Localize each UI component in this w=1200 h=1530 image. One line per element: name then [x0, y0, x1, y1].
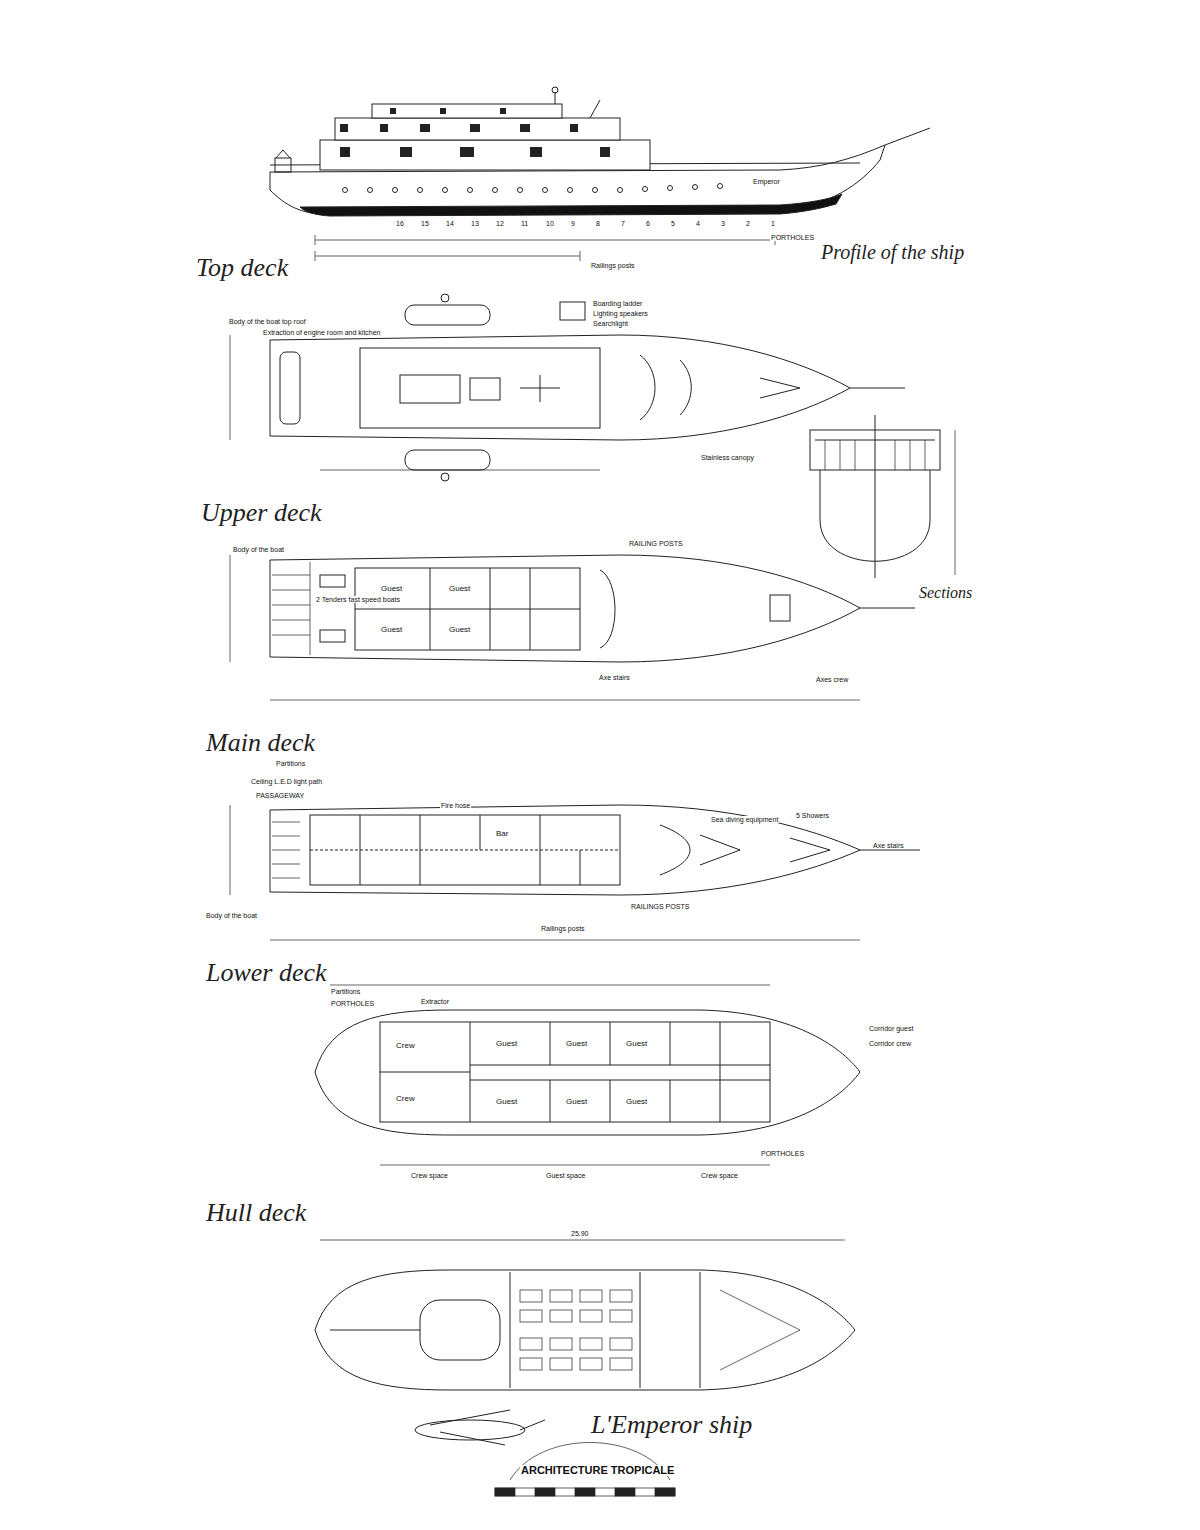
part-label: ARCHITECTURE TROPICALE [520, 1465, 675, 1476]
dimension-number: 25.90 [570, 1230, 590, 1237]
dimension-number: 8 [595, 220, 601, 227]
part-label: Railings posts [540, 925, 586, 932]
part-label: PASSAGEWAY [255, 792, 305, 799]
part-label: Bar [495, 830, 509, 838]
dimension-number: 9 [570, 220, 576, 227]
part-label: Body of the boat [232, 546, 285, 553]
part-label: Crew space [410, 1172, 449, 1179]
part-label: Guest [495, 1040, 518, 1048]
dimension-number: 5 [670, 220, 676, 227]
part-label: Guest [448, 585, 471, 593]
hull-deck-plan [315, 1240, 855, 1390]
part-label: Guest [495, 1098, 518, 1106]
dimension-number: 13 [470, 220, 480, 227]
main-deck-plan [230, 805, 920, 940]
deck-title: Profile of the ship [820, 242, 965, 262]
part-label: Guest [380, 626, 403, 634]
deck-title: Upper deck [200, 500, 323, 526]
dimension-number: 2 [745, 220, 751, 227]
part-label: Axes crew [815, 676, 849, 683]
part-label: Crew space [700, 1172, 739, 1179]
part-label: Guest [565, 1040, 588, 1048]
part-label: Stainless canopy [700, 454, 755, 461]
deck-title: Top deck [195, 255, 289, 281]
part-label: RAILINGS POSTS [630, 903, 690, 910]
section-view [810, 415, 955, 578]
part-label: 5 Showers [795, 812, 830, 819]
part-label: Axe stairs [598, 674, 631, 681]
part-label: Extractor [420, 998, 450, 1005]
part-label: 2 Tenders fast speed boats [315, 596, 401, 603]
part-label: Body of the boat top roof [228, 318, 307, 325]
part-label: Ceiling L.E.D light path [250, 778, 323, 785]
dimension-number: 12 [495, 220, 505, 227]
part-label: Searchlight [592, 320, 629, 327]
part-label: Crew [395, 1042, 416, 1050]
upper-deck-plan [230, 555, 915, 700]
part-label: PORTHOLES [330, 1000, 375, 1007]
dimension-number: 16 [395, 220, 405, 227]
part-label: Axe stairs [872, 842, 905, 849]
part-label: Guest [625, 1040, 648, 1048]
dimension-number: 6 [645, 220, 651, 227]
part-label: Railings posts [590, 262, 636, 269]
dimension-number: 4 [695, 220, 701, 227]
top-deck-plan [230, 294, 905, 481]
deck-title: Sections [918, 585, 973, 601]
dimension-number: 11 [520, 220, 529, 227]
ship-profile [270, 87, 930, 261]
part-label: Partitions [275, 760, 306, 767]
dimension-number: 15 [420, 220, 430, 227]
part-label: PORTHOLES [760, 1150, 805, 1157]
part-label: Corridor guest [868, 1025, 914, 1032]
part-label: Fire hose [440, 802, 471, 809]
part-label: Guest [380, 585, 403, 593]
dimension-number: 14 [445, 220, 455, 227]
dimension-number: 1 [770, 220, 776, 227]
part-label: Guest [625, 1098, 648, 1106]
part-label: Emperor [752, 178, 781, 185]
part-label: Body of the boat [205, 912, 258, 919]
part-label: Partitions [330, 988, 361, 995]
dimension-number: 3 [720, 220, 726, 227]
drawing-title: L'Emperor ship [590, 1412, 753, 1438]
part-label: PORTHOLES [770, 234, 815, 241]
dimension-number: 7 [620, 220, 626, 227]
part-label: Guest [565, 1098, 588, 1106]
part-label: Corridor crew [868, 1040, 912, 1047]
part-label: Crew [395, 1095, 416, 1103]
deck-title: Main deck [205, 730, 316, 756]
dimension-number: 10 [545, 220, 555, 227]
part-label: Lighting speakers [592, 310, 649, 317]
lower-deck-plan [315, 985, 860, 1165]
deck-title: Lower deck [205, 960, 328, 986]
part-label: Guest [448, 626, 471, 634]
part-label: Sea diving equipment [710, 816, 779, 823]
part-label: Guest space [545, 1172, 586, 1179]
deck-title: Hull deck [205, 1200, 307, 1226]
part-label: Boarding ladder [592, 300, 643, 307]
part-label: RAILING POSTS [628, 540, 684, 547]
part-label: Extraction of engine room and kitchen [262, 329, 382, 336]
